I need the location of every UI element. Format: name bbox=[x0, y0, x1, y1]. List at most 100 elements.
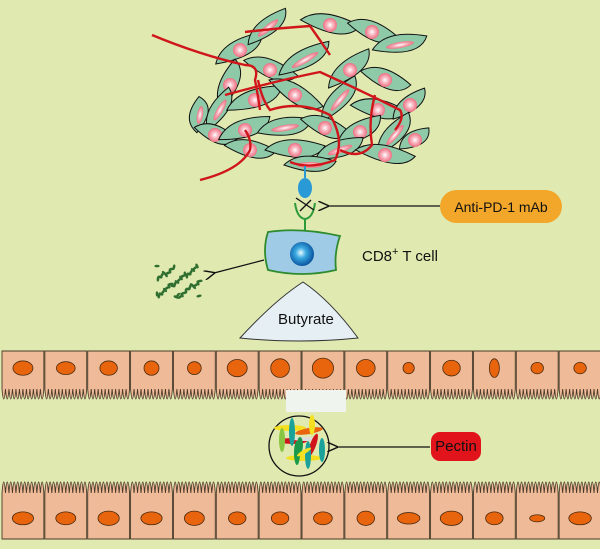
epithelial-cell bbox=[515, 481, 559, 540]
epithelial-cell bbox=[472, 481, 516, 540]
pectin-fiber bbox=[289, 418, 295, 446]
tumor-cell bbox=[371, 33, 428, 53]
epithelial-nucleus bbox=[226, 359, 248, 378]
blood-vessel bbox=[256, 79, 341, 167]
epithelial-nucleus bbox=[228, 511, 247, 526]
epithelial-nucleus bbox=[439, 510, 464, 526]
epithelial-cell bbox=[430, 350, 473, 400]
tumor-cell bbox=[398, 127, 430, 150]
epithelial-nucleus bbox=[485, 511, 504, 526]
epithelial-cell bbox=[301, 350, 345, 400]
pectin-fiber bbox=[319, 438, 325, 462]
epithelial-nucleus bbox=[356, 359, 376, 378]
butyrate-label: Butyrate bbox=[278, 311, 334, 328]
epithelial-nucleus bbox=[183, 510, 205, 526]
epithelial-cell bbox=[301, 481, 345, 540]
blood-vessel bbox=[199, 129, 252, 182]
debris-fragment bbox=[174, 280, 180, 284]
anti-pd1-label: Anti-PD-1 mAb bbox=[454, 198, 548, 215]
lower-epithelium bbox=[1, 481, 600, 540]
epithelial-nucleus bbox=[11, 511, 34, 526]
epithelial-cell bbox=[130, 350, 173, 400]
tumor-cell bbox=[377, 111, 411, 156]
epithelial-cell bbox=[87, 481, 131, 540]
epithelial-cell bbox=[44, 350, 88, 400]
pectin-fiber bbox=[295, 427, 323, 435]
pectin-fiber bbox=[305, 441, 311, 469]
epithelial-gap bbox=[286, 390, 346, 412]
epithelial-nucleus bbox=[530, 361, 544, 375]
epithelial-cell bbox=[515, 350, 559, 400]
upper-epithelium bbox=[1, 350, 600, 400]
epithelial-cell bbox=[130, 481, 173, 540]
epithelial-nucleus bbox=[356, 510, 375, 526]
epithelial-cell bbox=[472, 350, 516, 400]
tumor-cell bbox=[349, 98, 408, 120]
pectin-fiber bbox=[309, 415, 315, 435]
epithelial-nucleus bbox=[402, 361, 415, 375]
tumor-cell bbox=[359, 67, 412, 92]
epithelial-nucleus bbox=[529, 514, 546, 523]
epithelial-cell bbox=[558, 481, 600, 540]
killing-arrow bbox=[214, 259, 265, 273]
epithelial-cell bbox=[1, 481, 45, 540]
epithelial-nucleus bbox=[313, 511, 333, 526]
epithelial-cell bbox=[387, 350, 431, 400]
epithelial-cell bbox=[258, 481, 302, 540]
cd8-t-cell-label: CD8+ T cell bbox=[362, 246, 438, 265]
debris-fragment bbox=[177, 295, 183, 299]
epithelial-cell bbox=[44, 481, 88, 540]
epithelial-nucleus bbox=[56, 361, 76, 375]
pectin-fiber bbox=[297, 437, 303, 453]
debris-fragment bbox=[154, 264, 160, 268]
tumor-cell bbox=[264, 139, 326, 158]
epithelial-nucleus bbox=[12, 360, 34, 376]
epithelial-nucleus bbox=[568, 511, 592, 526]
blood-vessel bbox=[339, 94, 377, 156]
pd-l1-ligand bbox=[298, 166, 312, 198]
pectin-badge: Pectin bbox=[431, 432, 481, 461]
epithelial-cell bbox=[172, 481, 216, 540]
pectin-fiber bbox=[297, 447, 311, 457]
debris-fragment bbox=[179, 275, 183, 281]
tumor-cell bbox=[354, 143, 417, 165]
epithelial-nucleus bbox=[573, 361, 587, 375]
epithelial-cell bbox=[387, 481, 431, 540]
debris-fragment bbox=[173, 281, 177, 287]
pd-1-receptor bbox=[294, 202, 316, 230]
debris-fragment bbox=[196, 294, 202, 298]
epithelial-cell bbox=[215, 481, 259, 540]
epithelial-nucleus bbox=[311, 357, 334, 379]
blood-vessels bbox=[151, 24, 403, 182]
debris-fragment bbox=[197, 279, 203, 283]
epithelial-nucleus bbox=[488, 358, 500, 378]
anti-pd1-mab-badge: Anti-PD-1 mAb bbox=[440, 190, 562, 223]
debris-fragment bbox=[161, 289, 165, 295]
pectin-fiber bbox=[279, 428, 285, 452]
blocking-cross-icon bbox=[295, 197, 315, 212]
debris-fragment bbox=[155, 291, 159, 297]
epithelial-cell bbox=[1, 350, 45, 400]
epithelial-nucleus bbox=[143, 360, 160, 376]
epithelial-nucleus bbox=[187, 361, 202, 375]
debris-fragment bbox=[172, 264, 176, 270]
debris-fragment bbox=[190, 268, 196, 272]
debris-fragment bbox=[195, 263, 199, 269]
debris-fragment bbox=[189, 269, 193, 275]
epithelial-nucleus bbox=[270, 511, 290, 526]
debris-fragment bbox=[176, 277, 182, 283]
pectin-label: Pectin bbox=[435, 438, 477, 455]
blood-vessel bbox=[151, 33, 262, 111]
blood-vessel bbox=[224, 70, 403, 131]
epithelial-nucleus bbox=[99, 360, 118, 376]
debris-fragment bbox=[163, 287, 167, 293]
epithelial-cell bbox=[258, 350, 302, 400]
epithelial-nucleus bbox=[270, 358, 290, 378]
debris-fragment bbox=[168, 282, 174, 286]
epithelial-cell bbox=[558, 350, 600, 400]
epithelial-nucleus bbox=[140, 511, 163, 526]
pectin-fiber bbox=[286, 455, 322, 461]
debris-fragment bbox=[176, 292, 180, 298]
gut-microbiota bbox=[268, 415, 330, 477]
epithelial-nucleus bbox=[97, 510, 120, 526]
